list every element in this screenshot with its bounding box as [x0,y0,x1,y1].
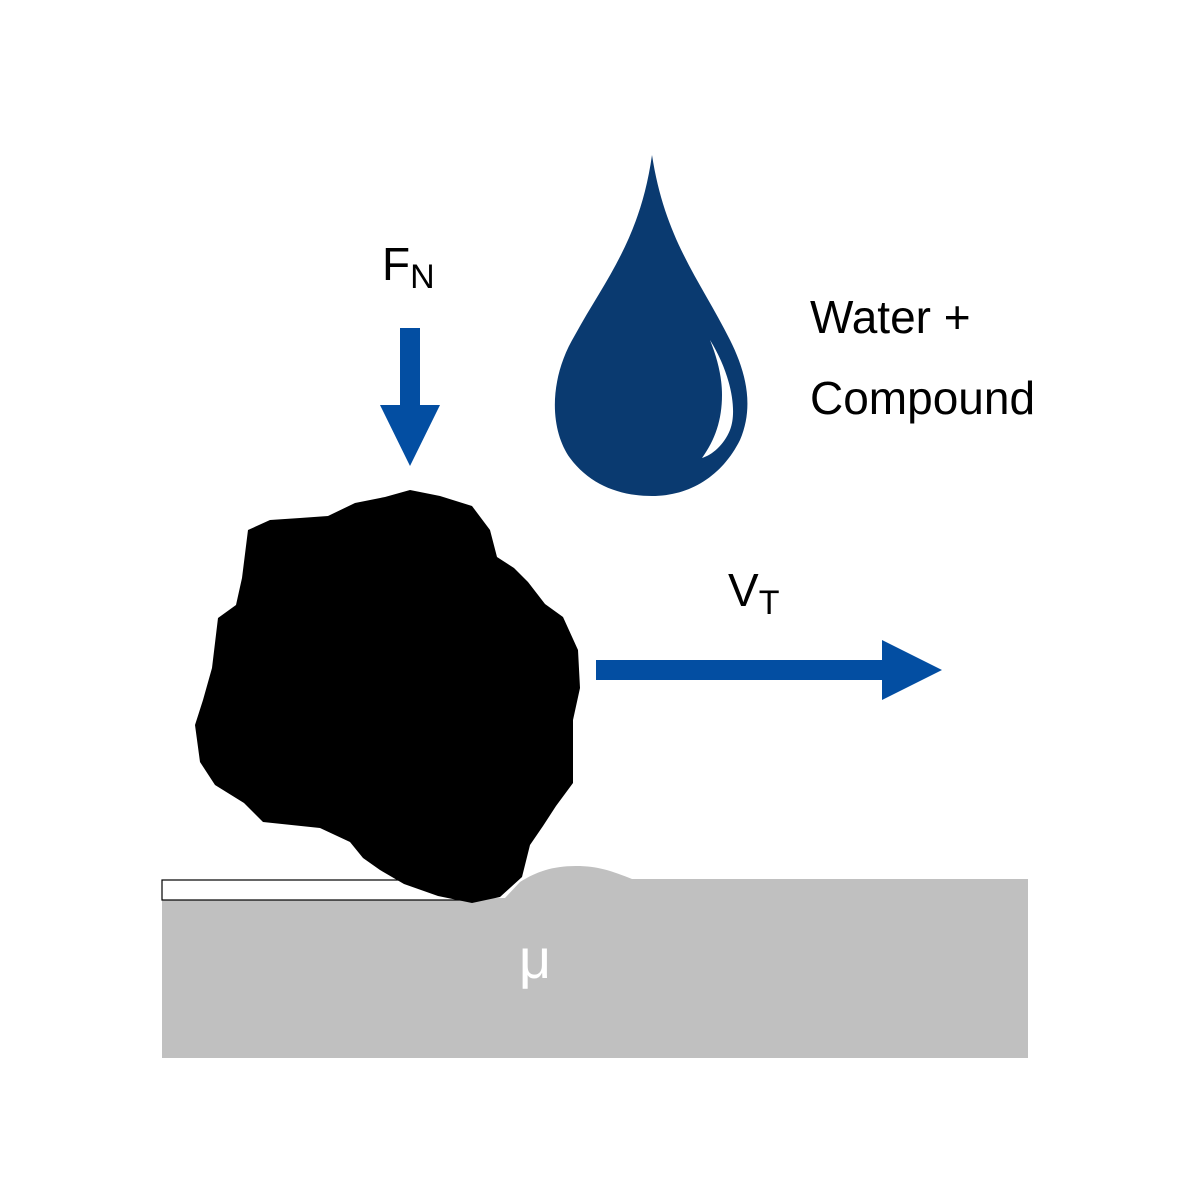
normal-force-label: FN [382,238,435,296]
liquid-label-line2: Compound [810,372,1035,424]
substrate-surface [162,866,1028,1058]
velocity-subscript: T [759,584,780,622]
abrasive-particle [195,490,580,903]
velocity-label: VT [728,564,779,622]
normal-force-symbol: F [382,238,410,290]
drop-highlight [702,340,734,458]
water-drop-icon [554,155,748,496]
force-arrow [380,328,440,466]
velocity-arrow [596,640,942,700]
normal-force-subscript: N [410,258,435,296]
friction-coefficient-label: μ [519,927,551,990]
velocity-symbol: V [728,564,759,616]
liquid-label-line1: Water + [810,291,971,343]
